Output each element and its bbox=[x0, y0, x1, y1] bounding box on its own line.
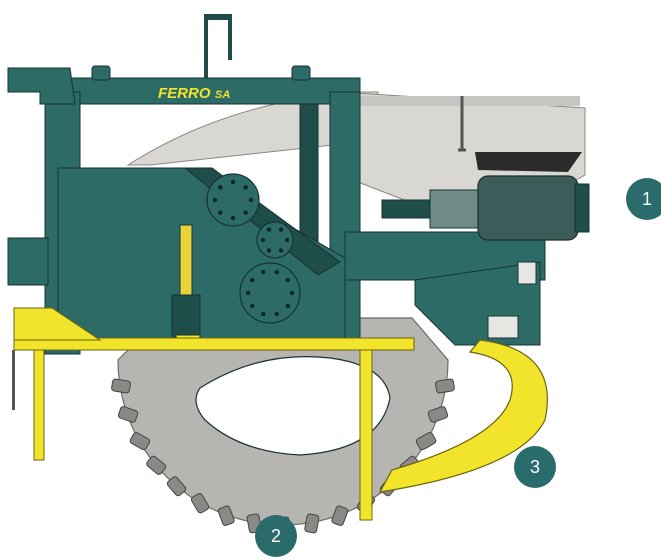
motor-coupling bbox=[429, 189, 479, 229]
top-mast bbox=[204, 14, 232, 78]
wheel-tooth bbox=[166, 476, 187, 497]
cutting-wheel bbox=[111, 317, 455, 536]
gear-bolt bbox=[285, 277, 290, 283]
cylinder-barrel bbox=[179, 224, 193, 296]
wheel-tooth bbox=[435, 378, 455, 394]
wheel-tooth bbox=[129, 432, 151, 451]
hopper-dark-panel bbox=[475, 152, 582, 172]
spoil-deflector bbox=[378, 339, 548, 493]
motor-body bbox=[477, 175, 579, 241]
motor-end-cap bbox=[574, 183, 590, 233]
leg-center bbox=[359, 349, 373, 521]
gear-bolt bbox=[230, 215, 236, 221]
gear-bolt bbox=[243, 185, 248, 190]
wheel-tooth bbox=[111, 378, 131, 394]
guard-upper-band bbox=[355, 96, 580, 106]
wheel-tooth bbox=[217, 505, 235, 526]
left-hitch bbox=[7, 67, 76, 105]
wheel-cutout bbox=[195, 356, 391, 456]
gear-bolt bbox=[250, 277, 255, 283]
left-skid-plate bbox=[13, 307, 102, 341]
gear-bolt bbox=[274, 311, 279, 317]
gear-bolt bbox=[278, 227, 284, 232]
gear-bolts bbox=[212, 179, 295, 317]
gear-bolt bbox=[278, 248, 284, 253]
gear-bolt bbox=[212, 197, 218, 203]
gear-bolt bbox=[230, 179, 236, 185]
wheel-tooth bbox=[117, 406, 139, 423]
drive-shaft bbox=[381, 199, 431, 219]
wheel-tooth bbox=[427, 406, 449, 423]
brand-logo-suffix: SA bbox=[215, 89, 230, 101]
yellow-support bbox=[12, 307, 415, 521]
gear-bolt bbox=[245, 290, 251, 296]
bracket-square bbox=[517, 261, 537, 285]
lift-ring-right bbox=[291, 65, 311, 81]
bracket-plate bbox=[487, 315, 519, 339]
gear-bottom bbox=[239, 262, 301, 324]
gear-bolt bbox=[266, 227, 272, 232]
wheel-tooth bbox=[190, 493, 210, 514]
gear-bolt bbox=[261, 269, 266, 275]
frame-inner-post bbox=[299, 103, 319, 255]
callout-badge-wheel: 2 bbox=[255, 515, 297, 557]
gear-bolt bbox=[248, 197, 254, 203]
left-hitch-lower bbox=[7, 237, 49, 286]
frame-top-beam bbox=[59, 77, 361, 105]
wheel-tooth bbox=[331, 505, 349, 526]
gear-bolt bbox=[266, 248, 272, 253]
leg-left bbox=[33, 349, 45, 461]
callout-badge-motor: 1 bbox=[626, 178, 661, 220]
gear-bolt bbox=[218, 210, 223, 215]
brand-logo-text: FERRO bbox=[158, 85, 211, 102]
leg-thin bbox=[12, 350, 15, 410]
brand-logo: FERRO SA bbox=[158, 85, 230, 102]
gear-bolt bbox=[260, 237, 266, 243]
callout-badge-deflector: 3 bbox=[514, 446, 556, 488]
gear-train bbox=[206, 173, 301, 324]
gear-middle bbox=[256, 221, 294, 259]
wheel-tooth bbox=[146, 455, 167, 475]
hydraulic-motor bbox=[381, 96, 590, 241]
gear-bolt bbox=[274, 269, 279, 275]
gear-bolt bbox=[261, 311, 266, 317]
gear-bolt bbox=[218, 185, 223, 190]
skid-beam bbox=[13, 337, 415, 351]
gear-bolt bbox=[284, 237, 290, 243]
gear-bolt bbox=[285, 303, 290, 309]
gear-bolt bbox=[250, 303, 255, 309]
wheel-tooth bbox=[415, 432, 437, 451]
wheel-tooth bbox=[304, 513, 320, 534]
lift-ring-left bbox=[91, 65, 111, 81]
gear-bolt bbox=[289, 290, 295, 296]
gear-bolt bbox=[243, 210, 248, 215]
motor-hose bbox=[458, 96, 466, 152]
